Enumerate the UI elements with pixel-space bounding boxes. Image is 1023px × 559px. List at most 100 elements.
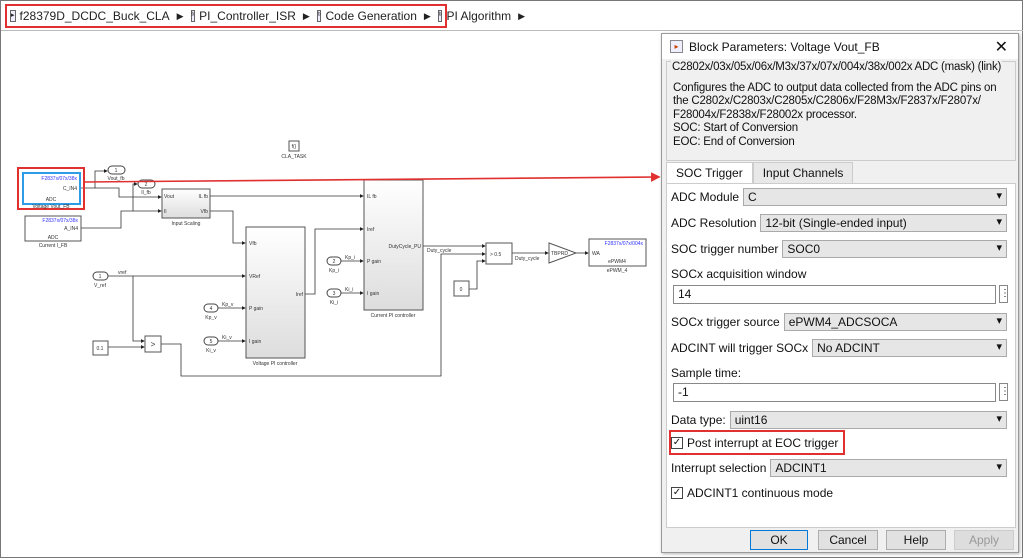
svg-text:0: 0 bbox=[460, 287, 463, 293]
acq-window-input[interactable]: 14 bbox=[673, 285, 996, 304]
subsystem-icon: ᵇ bbox=[190, 10, 196, 22]
crumb-pi-algorithm[interactable]: PI Algorithm bbox=[446, 9, 512, 23]
breadcrumb: ▸ f28379D_DCDC_Buck_CLA ▶ ᵇ PI_Controller… bbox=[5, 4, 525, 28]
svg-text:Ki_i: Ki_i bbox=[330, 300, 338, 306]
svg-text:CLA_TASK: CLA_TASK bbox=[281, 154, 307, 160]
continuous-mode-label: ADCINT1 continuous mode bbox=[687, 486, 834, 500]
svg-text:P gain: P gain bbox=[367, 259, 381, 265]
svg-text:2: 2 bbox=[145, 182, 148, 188]
svg-text:DutyCycle_PU: DutyCycle_PU bbox=[388, 244, 421, 250]
svg-text:F2837x/07x/38x: F2837x/07x/38x bbox=[41, 176, 77, 182]
constant-kp-i[interactable]: 2 Kp_i Kp_i bbox=[326, 255, 355, 274]
constant-0[interactable]: 0 bbox=[453, 280, 470, 297]
crumb-code-generation[interactable]: Code Generation bbox=[325, 9, 417, 23]
crumb-model[interactable]: f28379D_DCDC_Buck_CLA bbox=[19, 9, 170, 23]
adcint-trigger-select[interactable]: No ADCINT bbox=[812, 339, 1007, 357]
signal-label: Duty_cycle bbox=[427, 248, 452, 254]
subsystem-icon: ᵇ bbox=[437, 10, 443, 22]
svg-text:2: 2 bbox=[333, 259, 336, 265]
signal-lines bbox=[81, 169, 589, 377]
trigger-source-select[interactable]: ePWM4_ADCSOCA bbox=[783, 313, 1007, 331]
relational-operator-block[interactable]: > bbox=[144, 335, 162, 353]
input-scaling-block[interactable]: Vout Il IL fb Vfb Input Scaling bbox=[161, 188, 211, 227]
chevron-right-icon[interactable]: ▶ bbox=[518, 10, 526, 21]
soc-number-select[interactable]: SOC0 bbox=[782, 240, 1007, 258]
simulink-icon: ▸ bbox=[670, 40, 683, 53]
outport-il-fb[interactable]: 2 Il_fb bbox=[137, 179, 156, 196]
acq-window-label: SOCx acquisition window bbox=[671, 267, 807, 281]
tab-soc-trigger[interactable]: SOC Trigger bbox=[666, 162, 753, 184]
highlight-box bbox=[669, 430, 845, 455]
adc-resolution-select[interactable]: 12-bit (Single-ended input) bbox=[760, 214, 1007, 232]
outport-vout-fb[interactable]: 1 Vout_fb bbox=[107, 165, 126, 182]
svg-text:Kp_i: Kp_i bbox=[329, 268, 339, 274]
more-options-icon[interactable]: ⋮ bbox=[999, 285, 1010, 303]
signal-label: Duty_cycle bbox=[515, 256, 540, 262]
mask-description-group: C2802x/03x/05x/06x/M3x/37x/07x/004x/38x/… bbox=[666, 61, 1016, 161]
chevron-right-icon[interactable]: ▶ bbox=[176, 10, 184, 21]
post-interrupt-checkbox[interactable]: ✓ Post interrupt at EOC trigger bbox=[671, 436, 838, 450]
svg-text:> 0.5: > 0.5 bbox=[490, 252, 501, 258]
chevron-right-icon[interactable]: ▶ bbox=[423, 10, 431, 21]
close-icon[interactable]: ✕ bbox=[994, 39, 1008, 56]
svg-text:f(): f() bbox=[292, 144, 297, 150]
desc-line: SOC: Start of Conversion bbox=[673, 122, 798, 135]
continuous-mode-checkbox[interactable]: ✓ ADCINT1 continuous mode bbox=[671, 486, 833, 500]
constant-0-1[interactable]: 0.1 bbox=[92, 340, 109, 356]
gain-tbprd-block[interactable]: TBPRD bbox=[548, 242, 578, 264]
adc-current-block[interactable]: F2837x/07x/38x A_IN4 ADC Current I_FB bbox=[24, 215, 82, 249]
svg-text:1: 1 bbox=[99, 274, 102, 280]
interrupt-selection-select[interactable]: ADCINT1 bbox=[770, 459, 1007, 477]
sample-time-input[interactable]: -1 bbox=[673, 383, 996, 402]
model-icon: ▸ bbox=[10, 10, 16, 22]
data-type-select[interactable]: uint16 bbox=[729, 411, 1007, 429]
tab-input-channels[interactable]: Input Channels bbox=[752, 162, 854, 183]
svg-text:Vfb: Vfb bbox=[200, 209, 208, 215]
svg-text:3: 3 bbox=[333, 291, 336, 297]
adc-voltage-block[interactable]: F2837x/07x/38x C_IN4 ADC Voltage Vout_FB bbox=[22, 172, 81, 210]
current-pi-controller-block[interactable]: IL fb Iref P gain I gain DutyCycle_PU Cu… bbox=[363, 179, 424, 319]
constant-ki-i[interactable]: 3 Ki_i Ki_i bbox=[326, 287, 353, 306]
svg-text:Voltage Vout_FB: Voltage Vout_FB bbox=[32, 204, 70, 210]
svg-text:TBPRD: TBPRD bbox=[551, 251, 568, 257]
svg-text:Current PI controller: Current PI controller bbox=[371, 313, 416, 319]
chevron-right-icon[interactable]: ▶ bbox=[302, 10, 310, 21]
svg-text:Ki_i: Ki_i bbox=[345, 287, 353, 293]
dialog-title-bar[interactable]: ▸ Block Parameters: Voltage Vout_FB ✕ bbox=[662, 34, 1018, 59]
svg-text:VRef: VRef bbox=[249, 274, 261, 280]
switch-block[interactable]: > 0.5 bbox=[485, 242, 513, 265]
adc-resolution-label: ADC Resolution bbox=[671, 216, 757, 230]
crumb-pi-controller-isr[interactable]: PI_Controller_ISR bbox=[199, 9, 296, 23]
svg-text:Kp_v: Kp_v bbox=[222, 302, 234, 308]
checkbox-checked-icon[interactable]: ✓ bbox=[671, 487, 683, 499]
mask-header: C2802x/03x/05x/06x/M3x/37x/07x/004x/38x/… bbox=[671, 61, 1003, 73]
cla-task-function-block[interactable]: f() CLA_TASK bbox=[281, 140, 307, 160]
voltage-pi-controller-block[interactable]: Vfb VRef P gain I gain Iref Voltage PI c… bbox=[245, 226, 306, 367]
selection-highlight bbox=[17, 167, 85, 210]
more-options-icon[interactable]: ⋮ bbox=[999, 383, 1010, 401]
adc-module-select[interactable]: C bbox=[743, 188, 1007, 206]
interrupt-selection-label: Interrupt selection bbox=[671, 461, 767, 475]
epwm-block[interactable]: F2837x/07x/004x WA ePWM4 ePWM_4 bbox=[588, 238, 647, 274]
svg-text:Current I_FB: Current I_FB bbox=[39, 243, 68, 249]
ok-button[interactable]: OK bbox=[750, 530, 808, 550]
inport-v-ref[interactable]: 1 V_ref vref bbox=[92, 270, 127, 289]
checkbox-checked-icon[interactable]: ✓ bbox=[671, 437, 683, 449]
apply-button[interactable]: Apply bbox=[954, 530, 1014, 550]
svg-text:IL fb: IL fb bbox=[198, 194, 208, 200]
soc-trigger-panel: ADC Module C ADC Resolution 12-bit (Sing… bbox=[666, 183, 1016, 528]
svg-text:ADC: ADC bbox=[48, 235, 59, 241]
svg-text:F2837x/07x/38x: F2837x/07x/38x bbox=[42, 218, 78, 224]
mask-description: Configures the ADC to output data collec… bbox=[673, 82, 997, 149]
svg-text:F2837x/07x/004x: F2837x/07x/004x bbox=[605, 241, 644, 247]
help-button[interactable]: Help bbox=[886, 530, 946, 550]
constant-kp-v[interactable]: 4 Kp_v Kp_v bbox=[203, 302, 234, 321]
svg-text:Il_fb: Il_fb bbox=[141, 190, 151, 196]
callout-arrow bbox=[83, 172, 661, 183]
constant-ki-v[interactable]: 5 Ki_v Ki_v bbox=[203, 335, 232, 354]
svg-text:WA: WA bbox=[592, 251, 601, 257]
svg-text:Ki_v: Ki_v bbox=[206, 348, 216, 354]
post-interrupt-label: Post interrupt at EOC trigger bbox=[687, 436, 839, 450]
cancel-button[interactable]: Cancel bbox=[818, 530, 878, 550]
